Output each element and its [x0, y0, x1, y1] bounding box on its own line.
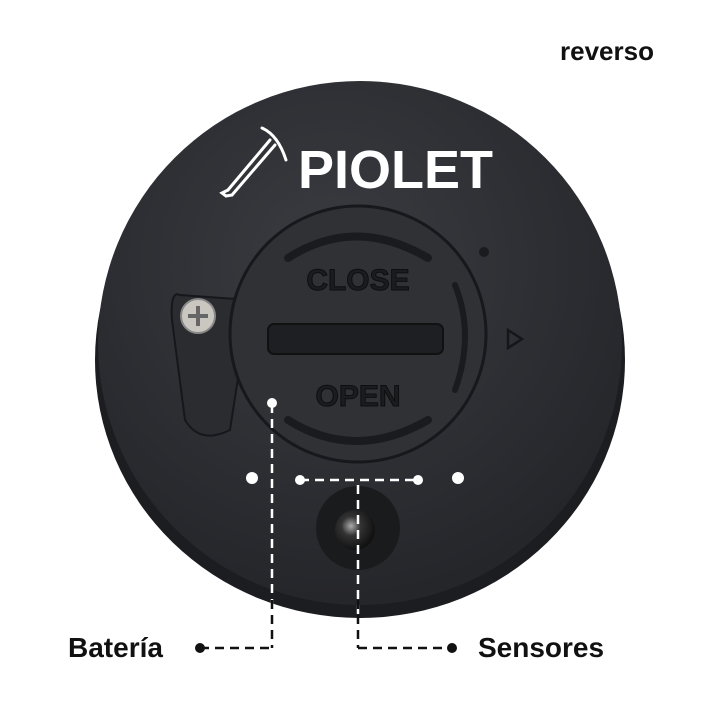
cover-open-label: OPEN: [315, 380, 400, 413]
arrow-right-icon: [506, 327, 525, 351]
battery-callout-dot: [195, 643, 205, 653]
sensor-hole-mid-right: [413, 475, 423, 485]
battery-callout-label: Batería: [68, 632, 163, 663]
indicator-dot: [479, 247, 489, 257]
cover-close-label: CLOSE: [306, 264, 409, 297]
screw-cross-icon: [188, 306, 208, 326]
ice-axe-icon: [219, 126, 288, 198]
brand-label: reverso: [560, 36, 654, 66]
sensor-hole-right: [452, 472, 464, 484]
sensor-lens: [335, 510, 375, 550]
sensor-hole-left: [246, 472, 258, 484]
sensors-callout-dot: [447, 643, 457, 653]
cover-slot-handle[interactable]: [267, 323, 444, 355]
sensors-callout-label: Sensores: [478, 632, 605, 663]
logo-text: PIOLET: [298, 140, 493, 200]
